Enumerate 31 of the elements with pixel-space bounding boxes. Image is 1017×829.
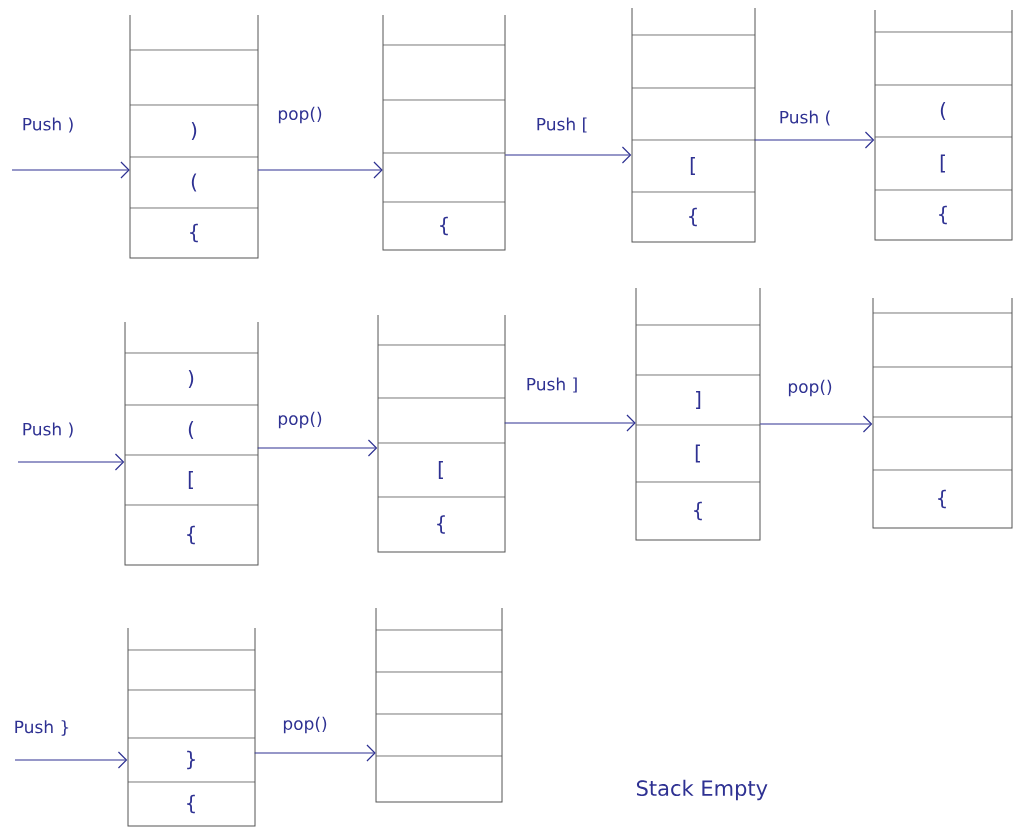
edge-label: pop() xyxy=(283,716,327,734)
edge-label: Push [ xyxy=(537,117,587,133)
edge-label: Push ) xyxy=(23,117,73,133)
arrow xyxy=(257,439,378,457)
arrow xyxy=(504,146,632,164)
edge-label: pop() xyxy=(278,106,322,124)
stack: ) ( [ { xyxy=(124,321,259,566)
stack xyxy=(375,607,503,803)
note: Stack Empty xyxy=(636,779,768,801)
stack: ) ( { xyxy=(129,14,259,259)
arrow xyxy=(759,415,873,433)
stack: { xyxy=(872,297,1013,529)
edge-label: Push } xyxy=(15,720,69,736)
arrow xyxy=(14,751,128,769)
stack: } { xyxy=(127,627,256,827)
edge-label: Push ( xyxy=(780,110,830,126)
edge-label: Push ] xyxy=(527,377,577,393)
stack: { xyxy=(382,14,506,251)
edge-label: pop() xyxy=(788,379,832,397)
edge-label: Push ) xyxy=(23,422,73,438)
edge-label: pop() xyxy=(278,411,322,429)
stack: [ { xyxy=(631,7,756,243)
arrow xyxy=(257,161,383,179)
stack: ( [ { xyxy=(874,9,1013,241)
arrow xyxy=(254,744,376,762)
arrow xyxy=(754,131,875,149)
arrow xyxy=(17,453,125,471)
arrow xyxy=(504,414,636,432)
stack: ] [ { xyxy=(635,287,761,541)
stack: [ { xyxy=(377,314,506,553)
arrow xyxy=(11,161,130,179)
